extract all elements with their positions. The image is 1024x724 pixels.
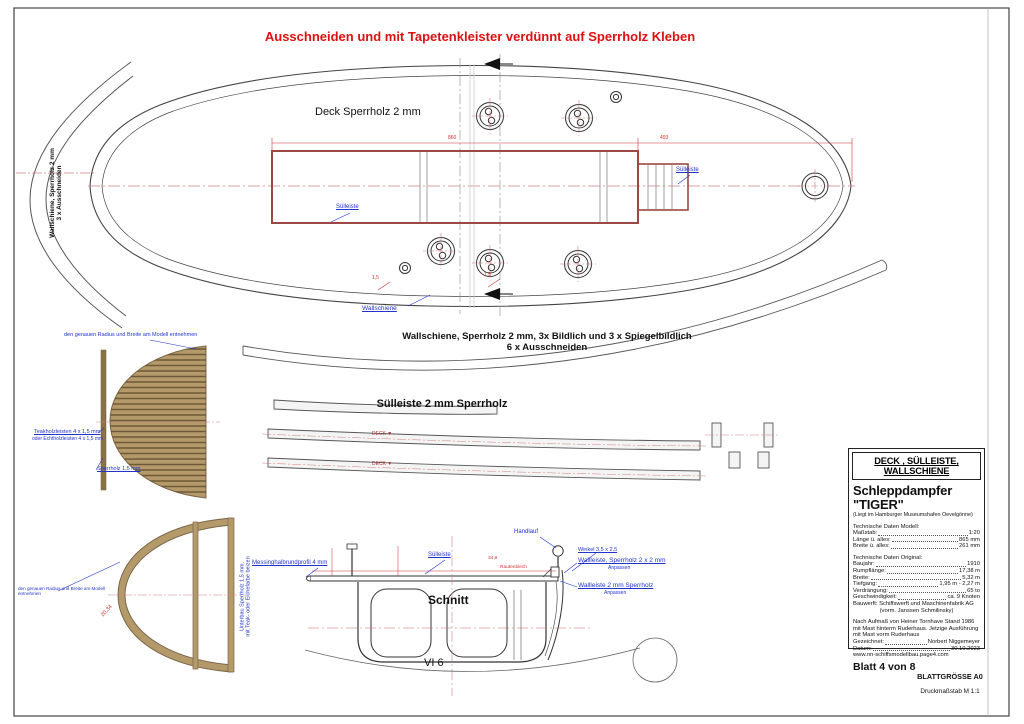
wallschiene-strip bbox=[242, 259, 888, 371]
row-value: 17,38 m bbox=[959, 568, 980, 575]
row-label: Maßstab: bbox=[853, 530, 878, 537]
shipyard-line-2: (vorm. Janssen Schmilinsky) bbox=[879, 607, 954, 614]
wood-ring bbox=[108, 517, 246, 673]
row-value: 30.10.2023 bbox=[950, 645, 980, 652]
wallleiste-1-label: Wallleiste, Sperrholz 2 x 2 mm bbox=[578, 557, 666, 564]
suelleiste-strips bbox=[267, 399, 774, 481]
centerlines bbox=[88, 54, 855, 318]
row-value: 865 mm bbox=[959, 536, 980, 543]
label-leader-lines bbox=[57, 174, 691, 592]
handlauf-label: Handlauf bbox=[514, 529, 539, 535]
schnitt-title: Schnitt bbox=[428, 593, 469, 607]
date-row: Datum: 30.10.2023 bbox=[853, 646, 980, 653]
page-border bbox=[13, 7, 1010, 717]
hull-thickness-ticks bbox=[377, 278, 501, 291]
row-value: 65 to bbox=[967, 587, 980, 594]
row-label: Geschwindigkeit: bbox=[853, 594, 897, 601]
row-value: 1:20 bbox=[968, 530, 980, 537]
print-scale: Druckmaßstab M 1:1 bbox=[920, 688, 980, 695]
suelleiste-centerlines bbox=[261, 433, 780, 477]
row-label: Länge ü. alles: bbox=[853, 536, 891, 543]
original-data-row: Rumpflänge: 17,38 m bbox=[853, 568, 980, 575]
model-data-row: Maßstab: 1:20 bbox=[853, 530, 980, 537]
deck-label: Deck Sperrholz 2 mm bbox=[315, 106, 421, 118]
unterbau-label: Unterbau Sperrholz 1,5 mm, mit Teak- ode… bbox=[239, 556, 252, 637]
row-label: Baujahr: bbox=[853, 561, 875, 568]
sheet-footer: BLATTGRÖSSE A0 Druckmaßstab M 1:1 bbox=[893, 672, 1007, 695]
wallleiste-2-sub: Anpassen bbox=[604, 590, 627, 596]
row-label: Breite: bbox=[853, 574, 870, 581]
ship-name: Schleppdampfer "TIGER" bbox=[853, 483, 953, 512]
teak-label-alt: oder Echtholzleisten 4 x 1,5 mm bbox=[32, 436, 104, 442]
title-block-header: DECK , SÜLLEISTE, WALLSCHIENE bbox=[852, 452, 981, 480]
original-data-row: Baujahr: 1910 bbox=[853, 561, 980, 568]
row-label: Breite ü. alles: bbox=[853, 543, 890, 550]
row-label: Gezeichnet: bbox=[853, 639, 884, 645]
suelleiste-pointer-label-1: Sülleiste bbox=[336, 204, 359, 210]
deck-plate-note: Rautenblech bbox=[500, 565, 527, 570]
wallleiste-2-label: Wallleiste 2 mm Sperrholz bbox=[578, 582, 654, 589]
row-label: Tiefgang: bbox=[853, 581, 877, 588]
deck-beams bbox=[419, 152, 673, 222]
winkel-label: Winkel 3,5 x 2,5 bbox=[578, 547, 618, 553]
row-label: Rumpflänge: bbox=[853, 568, 886, 575]
row-label: Datum: bbox=[853, 645, 872, 652]
drawn-by-row: Gezeichnet: Norbert Niggemeyer bbox=[853, 639, 980, 646]
suelleiste-title: Sülleiste 2 mm Sperrholz bbox=[376, 398, 508, 410]
ship-location: (Liegt im Hamburger Museumshafen Oevelgö… bbox=[853, 512, 973, 518]
deck-dimension-lines bbox=[271, 138, 853, 182]
sheet-number: Blatt 4 von 8 bbox=[853, 660, 916, 673]
teak-label: Teakholzleisten 4 x 1,5 mm bbox=[34, 429, 101, 435]
original-data-row: Breite: 5,32 m bbox=[853, 575, 980, 582]
dim-deck-length: 860 bbox=[448, 135, 457, 141]
radius-note-2: den genauen Radius und Breite am Modell … bbox=[18, 586, 106, 597]
model-data-row: Breite ü. alles: 261 mm bbox=[853, 543, 980, 550]
schnitt-drawing bbox=[304, 536, 678, 696]
deck-opening bbox=[271, 150, 689, 224]
model-data-heading: Technische Daten Modell: bbox=[853, 523, 920, 530]
title-block: DECK , SÜLLEISTE, WALLSCHIENE Schleppdam… bbox=[848, 448, 985, 673]
deck-mark-2: DECK ▼ bbox=[372, 461, 393, 467]
original-data-row: Tiefgang: 1,95 m - 2,27 m bbox=[853, 581, 980, 588]
dim-schnitt-width: 34,8 bbox=[488, 556, 498, 561]
radius-note: den genauen Radius und Breite am Modell … bbox=[64, 332, 198, 338]
original-data-row: Verdrängung: 65 to bbox=[853, 588, 980, 595]
messing-label: Messinghalbrundprofil 4 mm bbox=[252, 560, 328, 566]
row-value: ca. 9 Knoten bbox=[947, 594, 980, 601]
original-data-heading: Technische Daten Original: bbox=[853, 554, 923, 561]
row-value: Norbert Niggemeyer bbox=[927, 639, 980, 645]
wallschiene-pointer-label: Wallschiene bbox=[362, 305, 397, 312]
dim-deck-aft: 493 bbox=[660, 135, 669, 141]
cutting-instruction-title: Ausschneiden und mit Tapetenkleister ver… bbox=[264, 29, 696, 44]
sheet-size: BLATTGRÖSSE A0 bbox=[917, 672, 983, 681]
deck-mark-1: DECK ▼ bbox=[372, 431, 393, 437]
original-data-row: Geschwindigkeit: ca. 9 Knoten bbox=[853, 594, 980, 601]
shipyard-line-1: Bauwerft: Schiffswerft und Maschinenfabr… bbox=[853, 601, 974, 608]
row-value: 5,32 m bbox=[962, 574, 980, 581]
model-data-row: Länge ü. alles: 865 mm bbox=[853, 537, 980, 544]
row-label: Verdrängung: bbox=[853, 587, 888, 594]
section-flag-icon bbox=[484, 58, 513, 300]
schnitt-suelleiste-label: Sülleiste bbox=[428, 552, 451, 558]
dim-thickness-b: 1,5 bbox=[484, 272, 491, 278]
survey-note: Nach Aufmaß von Heiner Tornhave Stand 19… bbox=[853, 619, 979, 639]
section-mark: VI 6 bbox=[424, 657, 444, 669]
dim-thickness-a: 1,5 bbox=[372, 275, 379, 281]
suelleiste-pointer-label-2: Sülleiste bbox=[676, 167, 699, 173]
website: www.nn-schiffsmodellbau.page4.com bbox=[853, 652, 949, 659]
row-value: 1,95 m - 2,27 m bbox=[939, 581, 980, 588]
bollard-icons bbox=[399, 91, 832, 282]
sperrholz-label: Sperrholz 1,5 mm bbox=[97, 466, 141, 472]
row-value: 261 mm bbox=[959, 543, 980, 550]
wallleiste-1-sub: Anpassen bbox=[608, 565, 631, 571]
wallschiene-crescent bbox=[16, 61, 134, 329]
wallschiene-bottom-label: Wallschiene, Sperrholz 2 mm, 3x Bildlich… bbox=[402, 331, 692, 353]
row-value: 1910 bbox=[967, 561, 980, 568]
wallschiene-side-label: Wallschiene, Sperrholz 2 mm 3 x Ausschne… bbox=[49, 148, 64, 238]
teak-half-disc bbox=[96, 345, 220, 499]
